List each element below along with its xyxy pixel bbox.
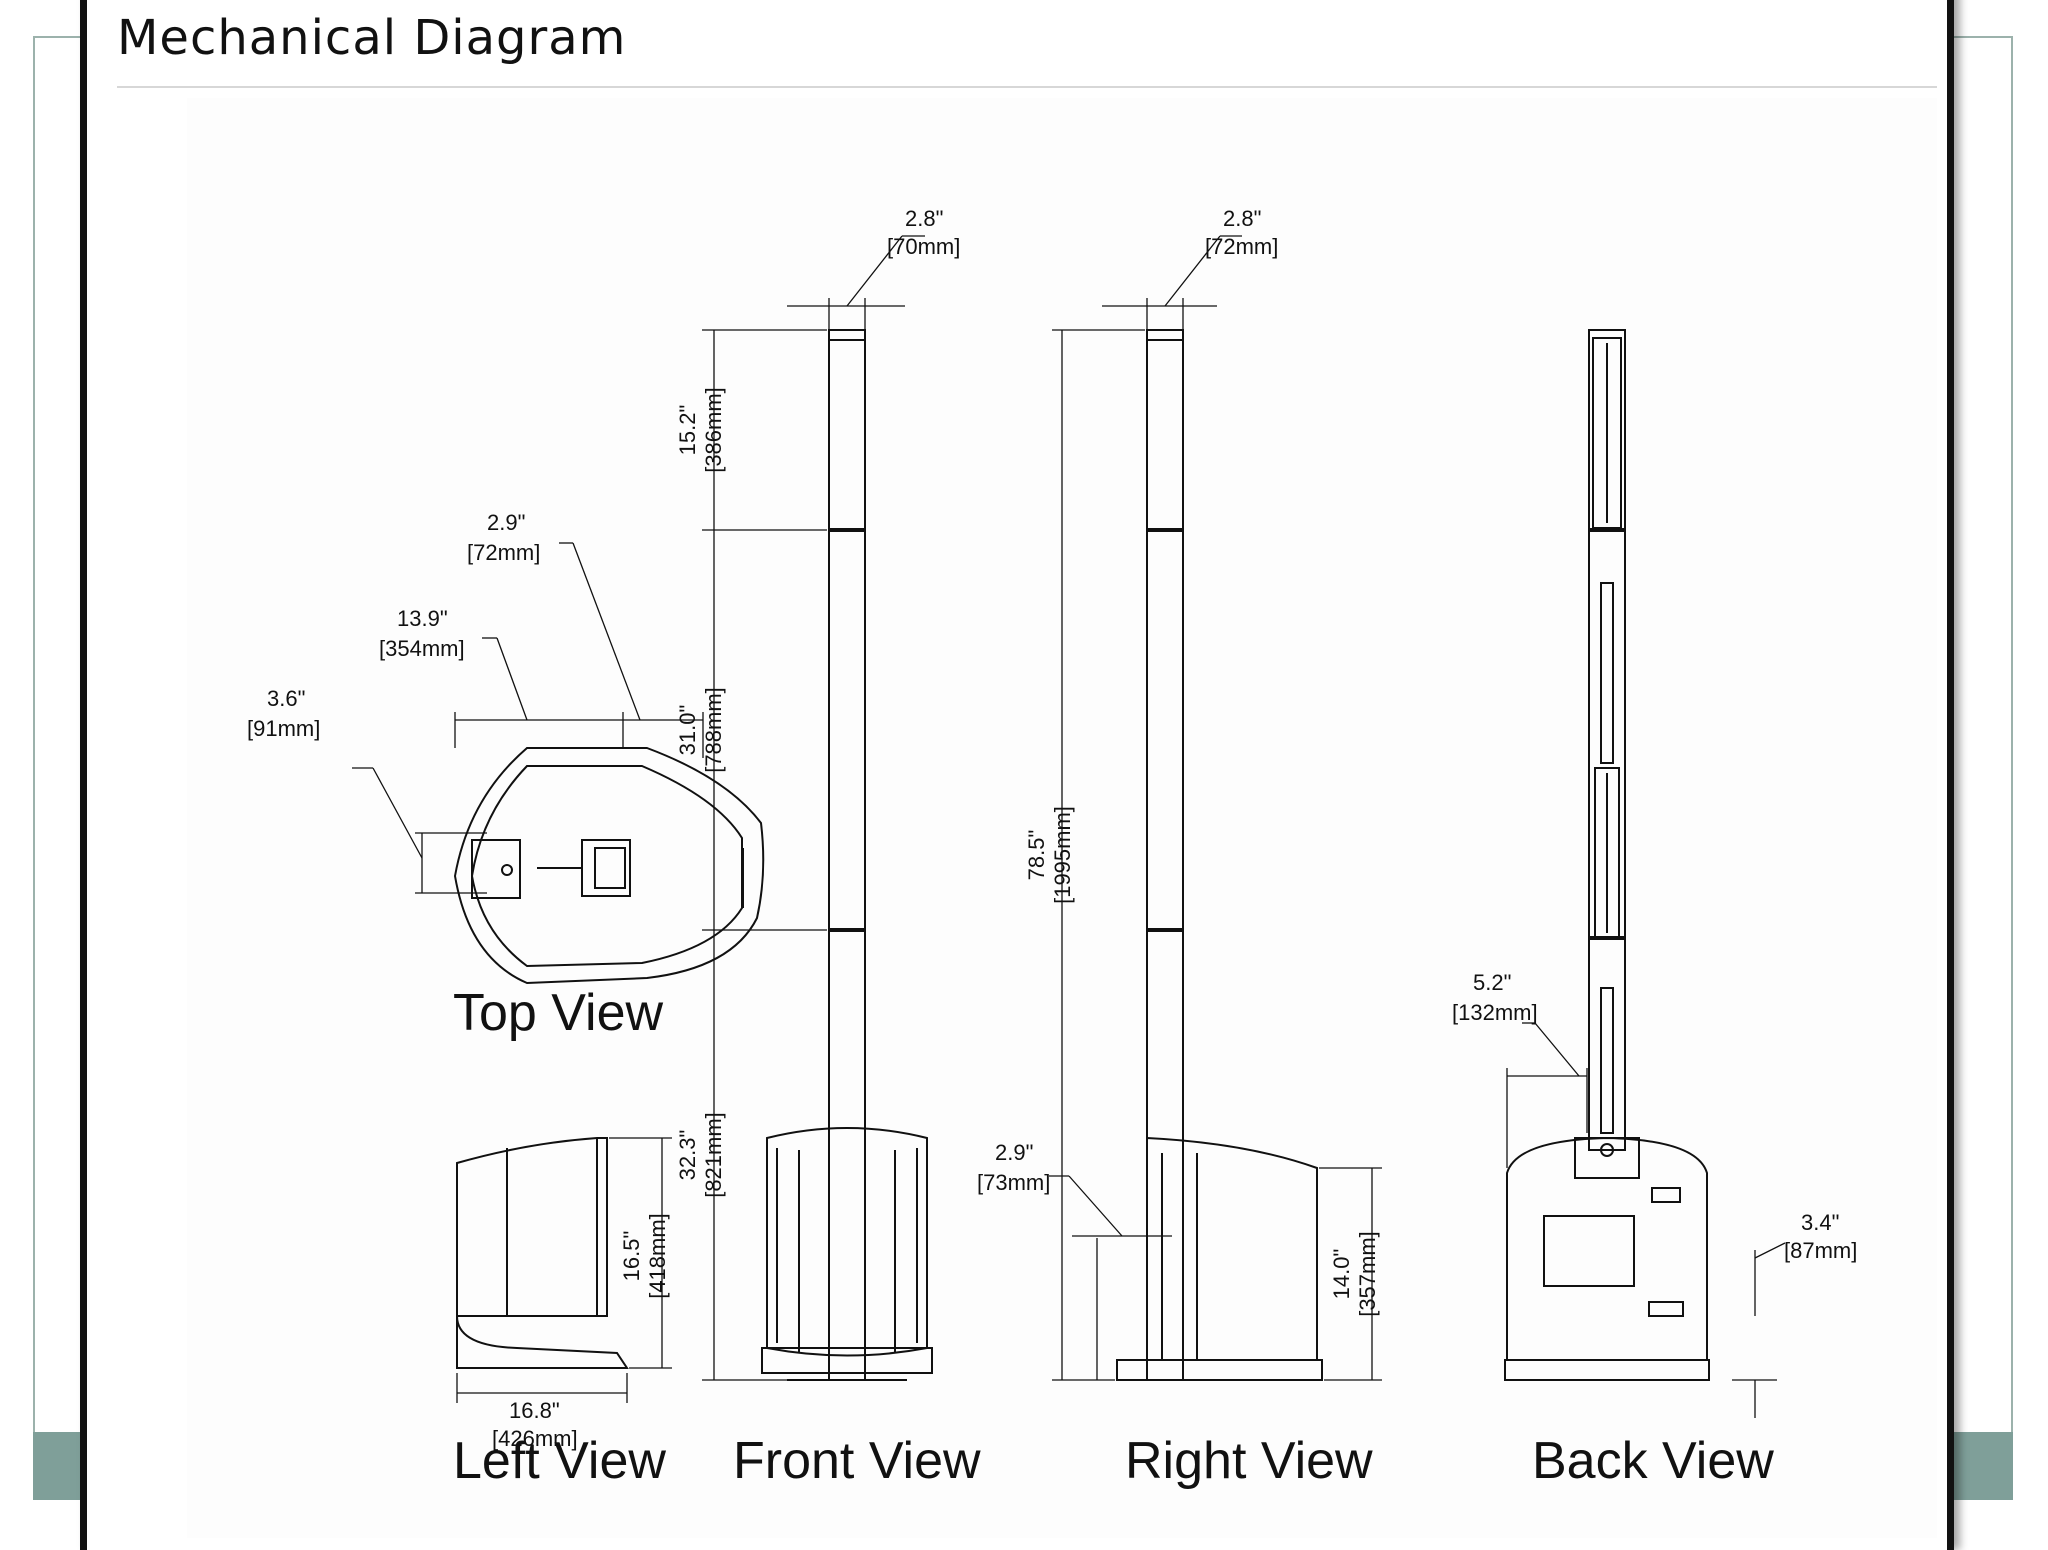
diagram-svg: 2.8" [70mm] 2.8" [72mm] 2.9" [72mm] 13.9… bbox=[247, 206, 1857, 1490]
right-width-mm: [72mm] bbox=[1205, 234, 1278, 259]
left-dimension-lines bbox=[456, 1137, 672, 1403]
top-b-in: 13.9" bbox=[397, 606, 448, 631]
right-off-mm: [73mm] bbox=[977, 1170, 1050, 1195]
back-dimension-lines bbox=[1506, 1022, 1786, 1418]
back-h-in: 3.4" bbox=[1801, 1210, 1839, 1235]
seg1-mm: [386mm] bbox=[701, 387, 726, 473]
seg3-mm: [821mm] bbox=[701, 1112, 726, 1198]
right-view-label: Right View bbox=[1125, 1432, 1373, 1490]
total-mm: [1995mm] bbox=[1050, 806, 1075, 904]
back-w-mm: [132mm] bbox=[1452, 1000, 1538, 1025]
back-view-drawing bbox=[1504, 329, 1710, 1381]
top-a-mm: [72mm] bbox=[467, 540, 540, 565]
back-view-label: Back View bbox=[1532, 1432, 1774, 1490]
left-w-in: 16.8" bbox=[509, 1398, 560, 1423]
left-w-mm: [426mm] bbox=[492, 1426, 578, 1451]
top-view-drawing bbox=[453, 747, 765, 985]
seg3-in: 32.3" bbox=[675, 1130, 700, 1181]
total-in: 78.5" bbox=[1024, 830, 1049, 881]
top-a-in: 2.9" bbox=[487, 510, 525, 535]
page-title: Mechanical Diagram bbox=[117, 10, 627, 66]
title-divider bbox=[117, 86, 1937, 88]
seg3-label: 32.3" [821mm] bbox=[675, 1112, 726, 1198]
front-view-drawing bbox=[761, 329, 933, 1381]
left-view-drawing bbox=[456, 1137, 629, 1369]
back-w-in: 5.2" bbox=[1473, 970, 1511, 995]
left-height-label: 16.5" [418mm] bbox=[619, 1213, 670, 1299]
top-view-label: Top View bbox=[453, 984, 664, 1042]
slide-accent-bar-left bbox=[33, 1432, 83, 1500]
right-width-in: 2.8" bbox=[1223, 206, 1261, 231]
seg1-in: 15.2" bbox=[675, 405, 700, 456]
top-dimension-lines bbox=[352, 542, 704, 894]
total-height-label: 78.5" [1995mm] bbox=[1024, 806, 1075, 904]
back-h-mm: [87mm] bbox=[1784, 1238, 1857, 1263]
front-width-mm: [70mm] bbox=[887, 234, 960, 259]
right-h-mm: [357mm] bbox=[1355, 1231, 1380, 1317]
seg2-mm: [788mm] bbox=[701, 687, 726, 773]
left-view-label: Left View bbox=[453, 1432, 666, 1490]
document-window: Mechanical Diagram bbox=[80, 0, 1954, 1550]
left-h-mm: [418mm] bbox=[645, 1213, 670, 1299]
seg1-label: 15.2" [386mm] bbox=[675, 387, 726, 473]
seg2-label: 31.0" [788mm] bbox=[675, 687, 726, 773]
right-dimension-lines bbox=[1049, 235, 1382, 1381]
right-height-label: 14.0" [357mm] bbox=[1329, 1231, 1380, 1317]
seg2-in: 31.0" bbox=[675, 705, 700, 756]
front-dimension-lines bbox=[702, 235, 925, 1381]
right-view-drawing bbox=[1116, 329, 1323, 1381]
front-view-label: Front View bbox=[733, 1432, 981, 1490]
front-width-in: 2.8" bbox=[905, 206, 943, 231]
mechanical-diagram: 2.8" [70mm] 2.8" [72mm] 2.9" [72mm] 13.9… bbox=[187, 98, 1937, 1538]
top-b-mm: [354mm] bbox=[379, 636, 465, 661]
left-h-in: 16.5" bbox=[619, 1231, 644, 1282]
top-c-mm: [91mm] bbox=[247, 716, 320, 741]
right-h-in: 14.0" bbox=[1329, 1249, 1354, 1300]
top-c-in: 3.6" bbox=[267, 686, 305, 711]
right-off-in: 2.9" bbox=[995, 1140, 1033, 1165]
